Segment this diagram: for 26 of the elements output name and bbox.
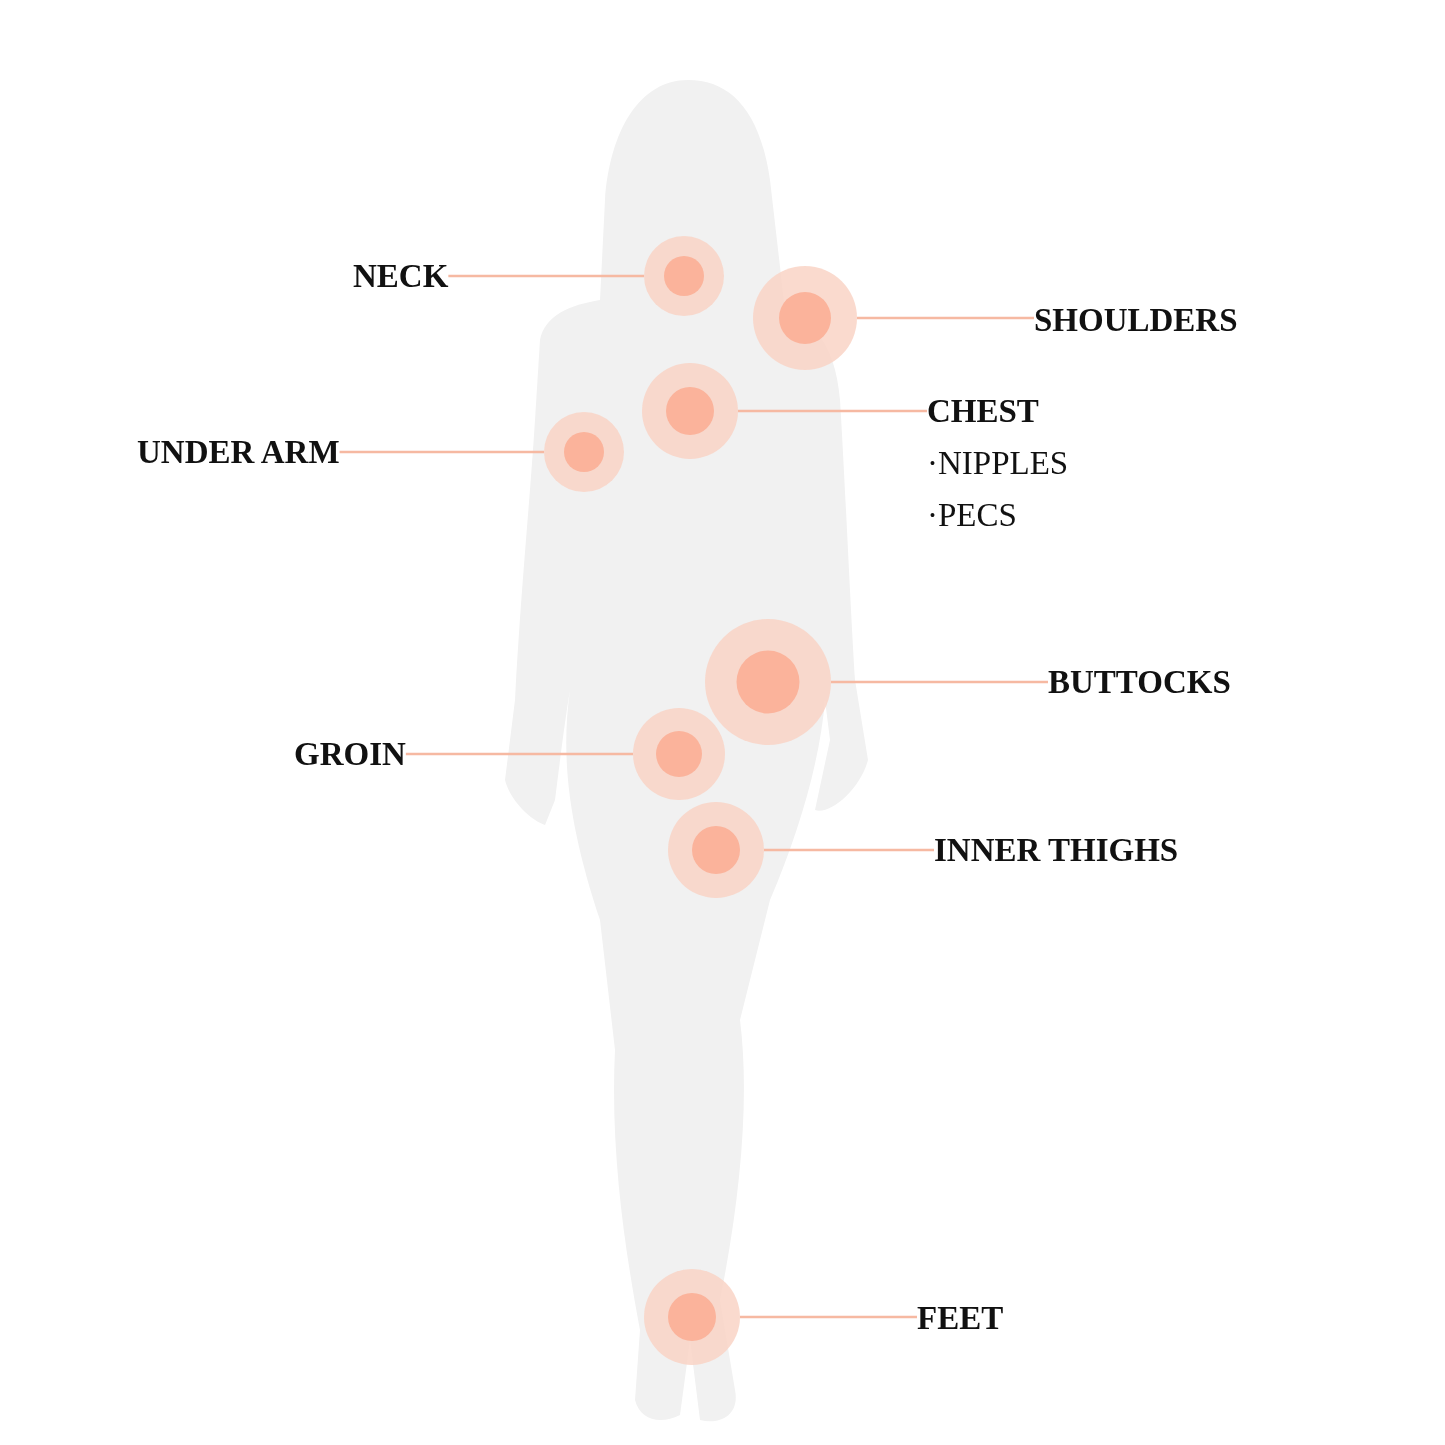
hotspot-circle xyxy=(644,1269,740,1365)
body-part-label: FEET xyxy=(917,1299,1004,1338)
hotspot-circle xyxy=(668,802,764,898)
body-part-label: SHOULDERS xyxy=(1034,301,1238,340)
body-part-label: BUTTOCKS xyxy=(1048,663,1231,702)
body-part-label: INNER THIGHS xyxy=(934,831,1179,870)
hotspot-circle xyxy=(633,708,725,800)
hotspot-circle xyxy=(642,363,738,459)
hotspot-circle xyxy=(644,236,724,316)
list-item: ·NIPPLES xyxy=(927,444,1069,483)
leader-line xyxy=(339,450,544,454)
leader-line xyxy=(740,1315,917,1319)
leader-line xyxy=(857,316,1034,320)
leader-line xyxy=(831,680,1048,684)
hotspot-circle xyxy=(544,412,624,492)
leader-line xyxy=(448,274,644,278)
hotspot-circle xyxy=(753,266,857,370)
body-part-label: NECK xyxy=(353,257,449,296)
list-item: ·PECS xyxy=(927,496,1018,535)
leader-line xyxy=(405,752,633,756)
body-part-label: GROIN xyxy=(294,735,406,774)
body-part-label: UNDER ARM xyxy=(137,433,340,472)
leader-line xyxy=(764,848,934,852)
body-part-label: CHEST xyxy=(927,392,1040,431)
leader-line xyxy=(738,409,927,413)
hotspot-circle xyxy=(705,619,831,745)
